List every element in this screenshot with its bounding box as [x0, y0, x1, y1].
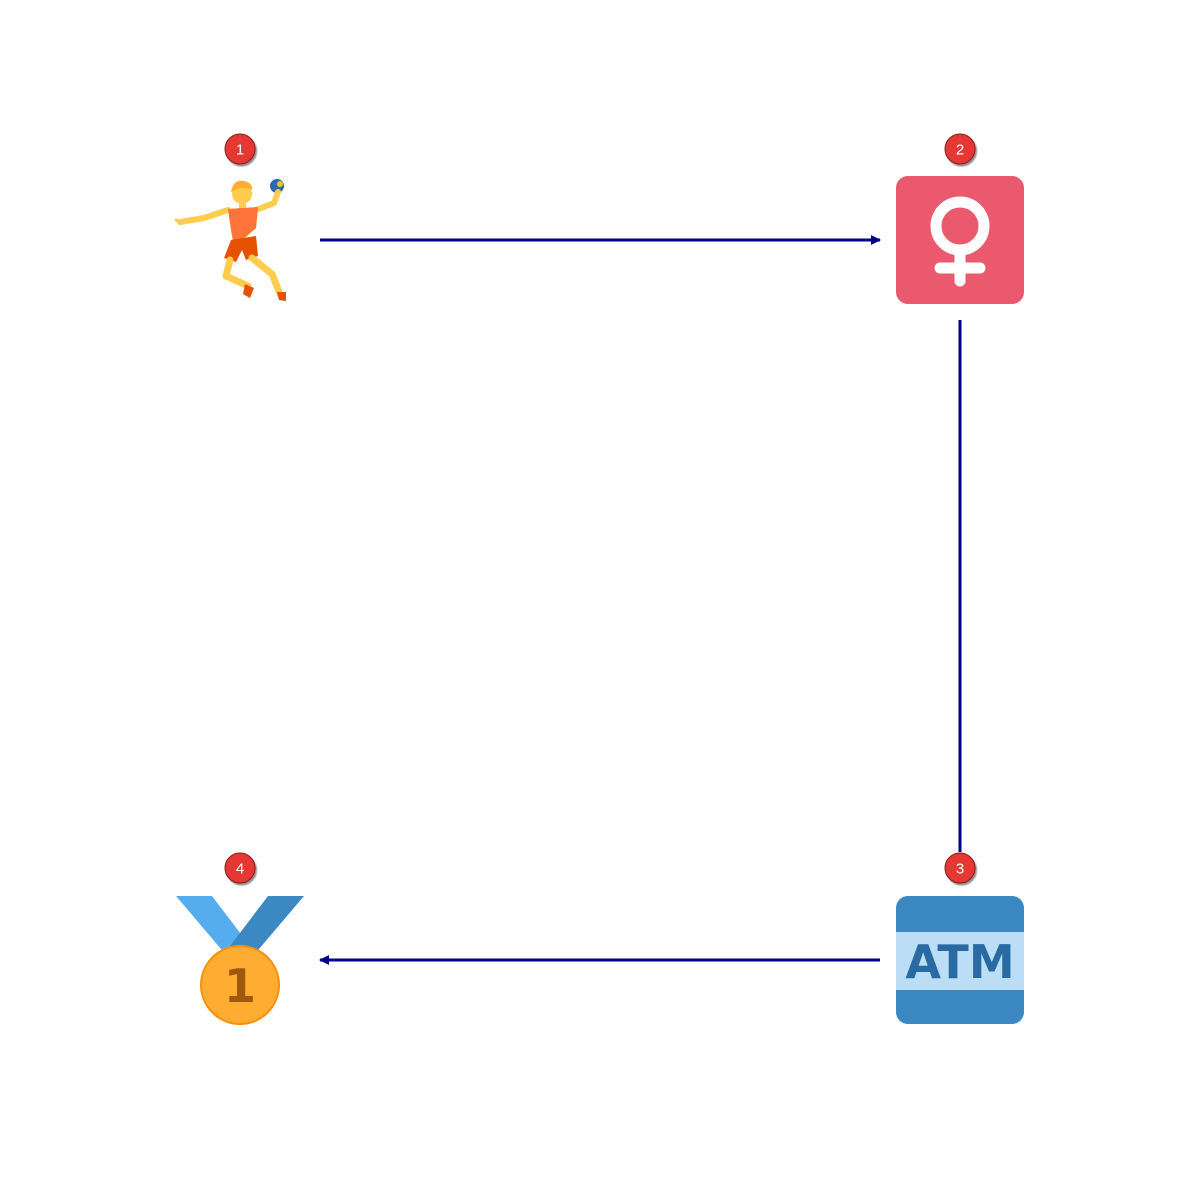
- node-badge-label: 4: [236, 861, 244, 878]
- node-4[interactable]: 1 4: [176, 852, 304, 1025]
- node-1[interactable]: 1: [174, 133, 286, 301]
- node-badge-label: 3: [956, 861, 964, 878]
- node-3[interactable]: ATM 3: [896, 852, 1024, 1024]
- atm-sign-icon: ATM: [896, 896, 1024, 1024]
- node-badge: [224, 852, 256, 884]
- node-2[interactable]: 2: [896, 133, 1024, 304]
- medal-icon-text: 1: [224, 959, 256, 1013]
- node-badge: [944, 852, 976, 884]
- node-badge-label: 2: [956, 142, 964, 159]
- person-playing-handball-icon: [174, 179, 286, 301]
- node-badge: [944, 133, 976, 165]
- node-badge: [224, 133, 256, 165]
- atm-icon-text: ATM: [905, 935, 1014, 989]
- female-sign-icon: [896, 176, 1024, 304]
- first-place-medal-icon: 1: [176, 896, 304, 1025]
- node-badge-label: 1: [236, 142, 244, 159]
